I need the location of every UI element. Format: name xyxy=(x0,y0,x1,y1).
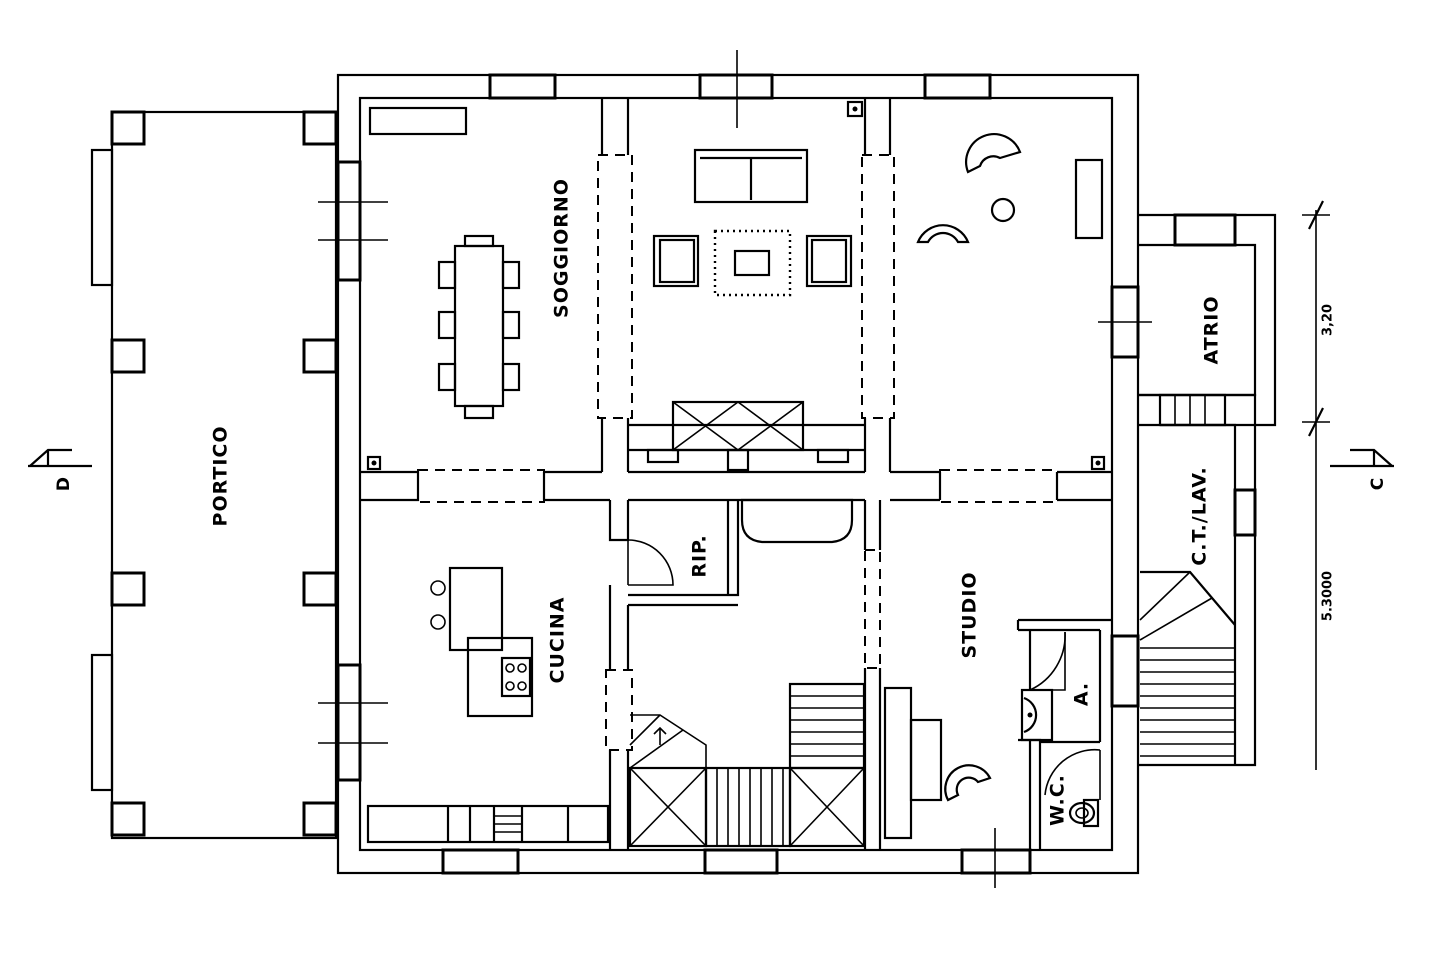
lounge-furniture xyxy=(916,133,1106,471)
section-marker-right xyxy=(1330,448,1394,468)
dimension-lower: 5.3000 xyxy=(1321,571,1336,621)
passages xyxy=(417,154,1058,751)
dimension-lines xyxy=(1302,200,1330,770)
dimension-upper: 3,20 xyxy=(1321,304,1336,336)
section-label-left: D xyxy=(54,477,74,491)
room-labels: PORTICO SOGGIORNO CUCINA RIP. STUDIO ATR… xyxy=(210,178,1223,826)
section-label-right: C xyxy=(1368,478,1388,490)
label-ct-lav: C.T./LAV. xyxy=(1189,466,1211,565)
label-antibagno: A. xyxy=(1071,682,1093,706)
living-furniture xyxy=(646,100,864,472)
service-staircase xyxy=(1139,393,1236,757)
label-wc: W.C. xyxy=(1047,774,1069,826)
interior-walls xyxy=(360,98,1112,850)
kitchen-furniture xyxy=(366,566,610,844)
dining-table xyxy=(366,106,521,471)
label-cucina: CUCINA xyxy=(547,597,569,684)
section-labels: D C xyxy=(54,477,1388,491)
portico-area xyxy=(90,110,338,840)
label-atrio: ATRIO xyxy=(1201,295,1223,364)
label-studio: STUDIO xyxy=(959,571,981,658)
windows xyxy=(318,50,1257,888)
label-rip: RIP. xyxy=(689,534,711,577)
main-staircase xyxy=(628,498,866,848)
section-marker-left xyxy=(28,448,92,468)
dimension-labels: 3,20 5.3000 xyxy=(1321,304,1336,621)
bathroom-fixtures xyxy=(1020,688,1100,828)
label-portico: PORTICO xyxy=(210,426,232,527)
label-soggiorno: SOGGIORNO xyxy=(551,178,573,318)
studio-furniture xyxy=(883,686,992,840)
